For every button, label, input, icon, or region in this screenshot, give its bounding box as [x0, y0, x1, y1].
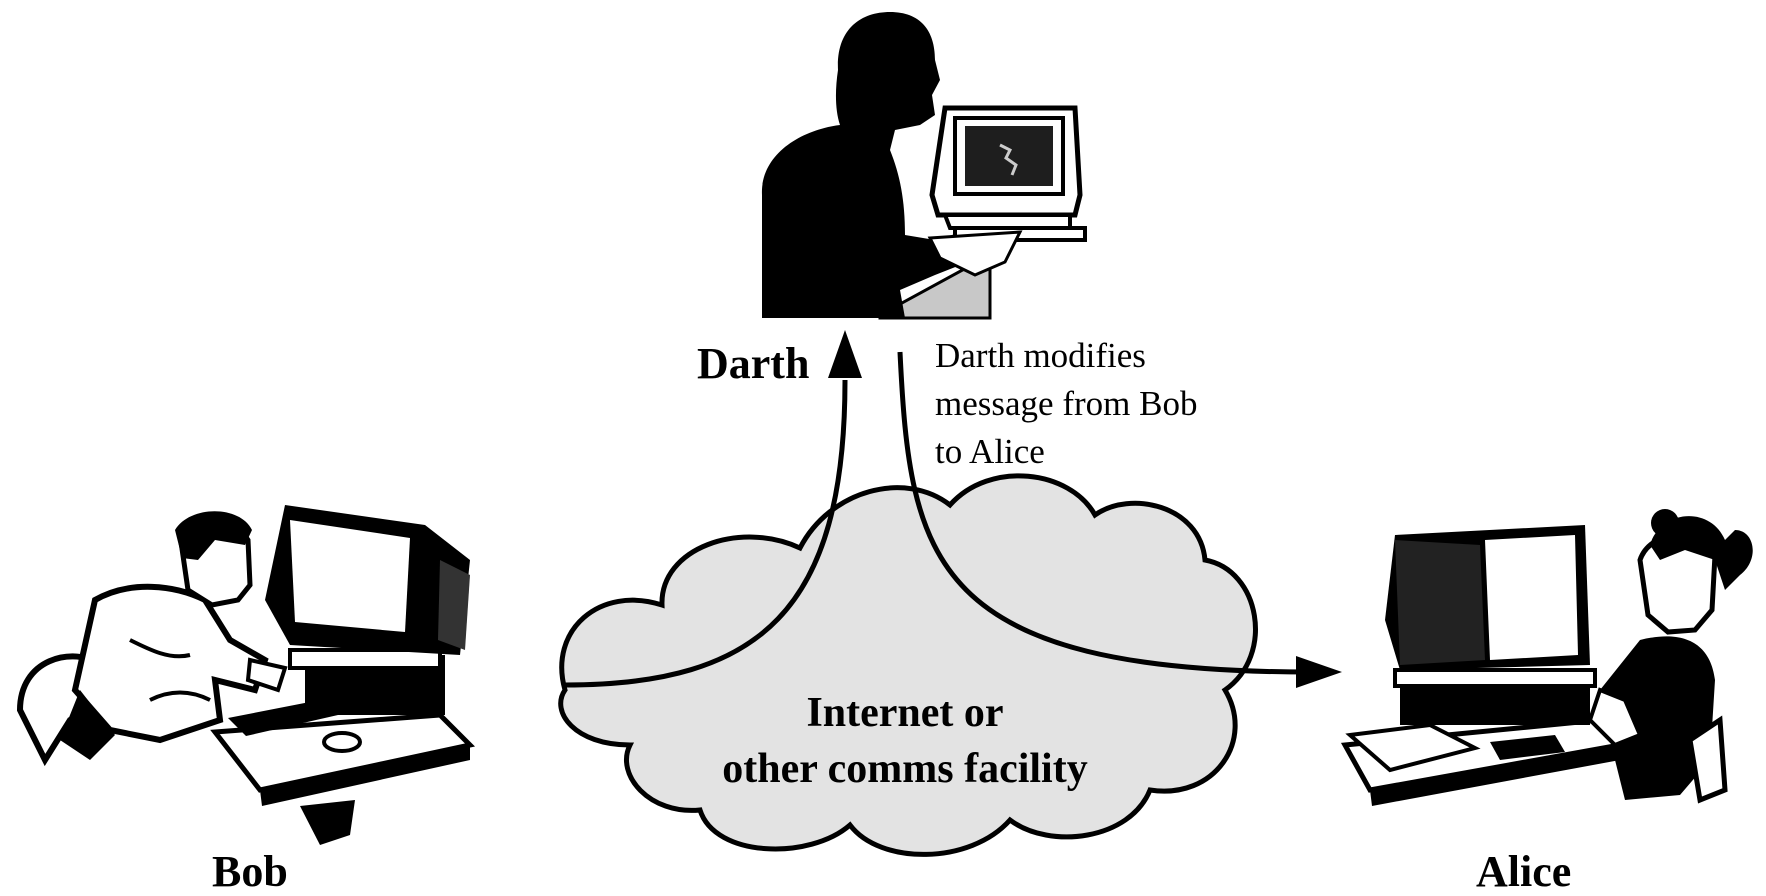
darth-keyboard [927, 230, 1023, 277]
bob-illustration [16, 505, 476, 845]
arrowhead-to-alice [1296, 656, 1342, 688]
network-label-line1: Internet or [806, 690, 1004, 736]
bob-to-darth-path [564, 379, 848, 688]
label-darth: Darth [697, 339, 810, 388]
darth-illustration [761, 12, 1087, 320]
darth-silhouette [761, 12, 968, 318]
attack-annotation: Darth modifies message from Bob to Alice [935, 332, 1197, 476]
network-label-line2: other comms facility [722, 746, 1088, 792]
arrowhead-to-darth [828, 330, 862, 378]
label-alice: Alice [1476, 847, 1572, 896]
label-bob: Bob [212, 847, 288, 896]
network-cloud [558, 473, 1258, 857]
annotation-line3: to Alice [935, 432, 1045, 471]
annotation-line1: Darth modifies [935, 336, 1146, 375]
bob-keyboard [228, 700, 338, 736]
alice-keyboard [1490, 735, 1565, 760]
alice-body [1590, 636, 1715, 800]
darth-monitor [929, 105, 1087, 242]
alice-illustration [1340, 509, 1753, 806]
bob-mouse [322, 731, 362, 753]
darth-to-alice-path [897, 351, 1311, 675]
annotation-line2: message from Bob [935, 384, 1198, 423]
network-label: Internet or other comms facility [600, 685, 1210, 797]
